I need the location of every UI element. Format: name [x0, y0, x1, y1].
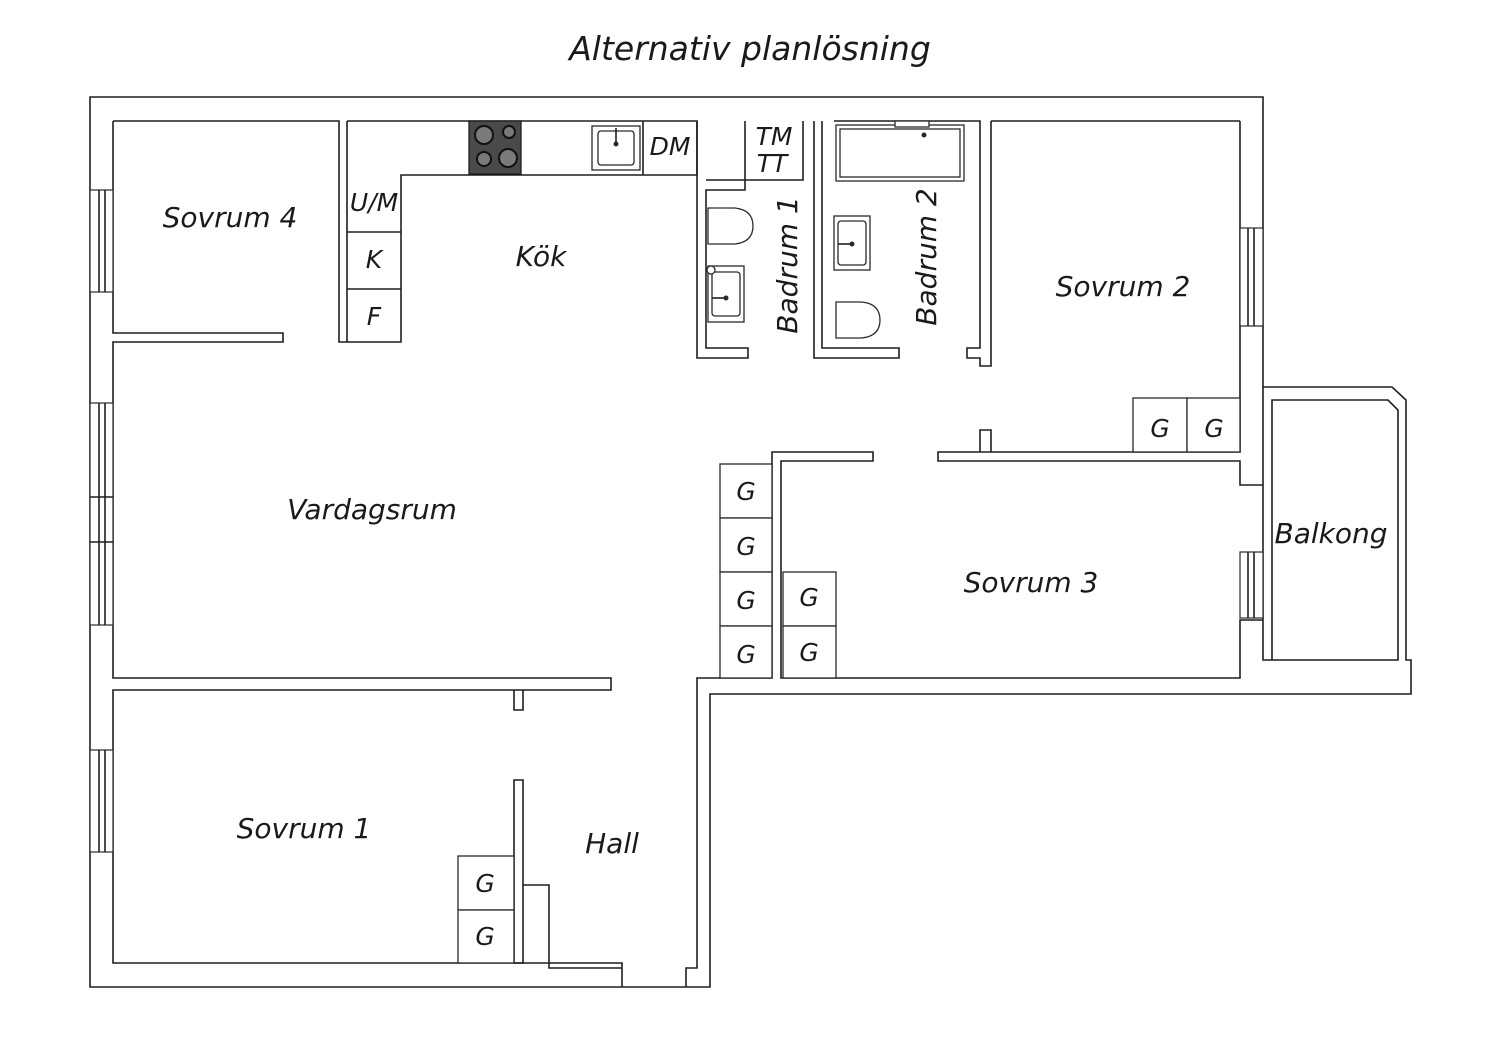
closet-label: G	[475, 922, 494, 951]
toilet-icon	[835, 301, 881, 339]
room-label-badrum1: Badrum 1	[771, 196, 804, 333]
window-sovrum4	[89, 189, 114, 293]
window-sovrum2	[1239, 227, 1264, 327]
closet-label: G	[799, 638, 818, 667]
closet-label: G	[475, 869, 494, 898]
closet-label: G	[1150, 414, 1169, 443]
room-label-sovrum1: Sovrum 1	[237, 812, 372, 845]
room-label-sovrum2: Sovrum 2	[1056, 270, 1191, 303]
closet-label: G	[736, 532, 755, 561]
closet	[1186, 397, 1241, 453]
label-oven-microwave: U/M	[350, 188, 398, 217]
room-label-sovrum3: Sovrum 3	[964, 566, 1099, 599]
plan-title: Alternativ planlösning	[567, 29, 931, 68]
sink-icon	[591, 125, 641, 171]
closet	[1132, 397, 1188, 453]
closet-label: G	[736, 640, 755, 669]
room-label-balkong: Balkong	[1274, 517, 1387, 550]
room-label-hall: Hall	[585, 827, 639, 860]
closet	[719, 625, 773, 679]
closets: G G G G G G G G G G	[457, 397, 1241, 964]
closet	[457, 909, 515, 964]
label-dryer: TT	[757, 149, 789, 178]
closet-label: G	[799, 583, 818, 612]
window-sovrum1	[89, 749, 114, 853]
closet	[719, 463, 773, 519]
badrum1-fixtures	[706, 207, 754, 323]
window-vardagsrum	[89, 402, 114, 626]
label-fridge: K	[366, 245, 385, 274]
room-labels: Sovrum 4 Kök Badrum 1 Badrum 2 Sovrum 2 …	[163, 188, 1388, 860]
closet	[719, 571, 773, 627]
label-dishwasher: DM	[650, 132, 691, 161]
closet-label: G	[736, 477, 755, 506]
closet-label: G	[1204, 414, 1223, 443]
closet	[457, 855, 515, 911]
kitchen-fixtures: DM U/M K F	[347, 120, 691, 331]
badrum2-fixtures	[833, 120, 965, 339]
room-label-kok: Kök	[516, 240, 568, 273]
label-freezer: F	[367, 302, 382, 331]
closet	[782, 625, 837, 679]
windows	[89, 189, 1264, 853]
laundry: TM TT	[756, 122, 793, 178]
room-label-badrum2: Badrum 2	[910, 188, 943, 325]
toilet-icon	[707, 207, 754, 245]
closet-label: G	[736, 586, 755, 615]
interior-walls	[113, 120, 1240, 969]
room-label-vardagsrum: Vardagsrum	[287, 493, 457, 526]
window-sovrum3	[1239, 551, 1264, 619]
room-label-sovrum4: Sovrum 4	[163, 201, 298, 234]
label-washer: TM	[756, 122, 793, 151]
